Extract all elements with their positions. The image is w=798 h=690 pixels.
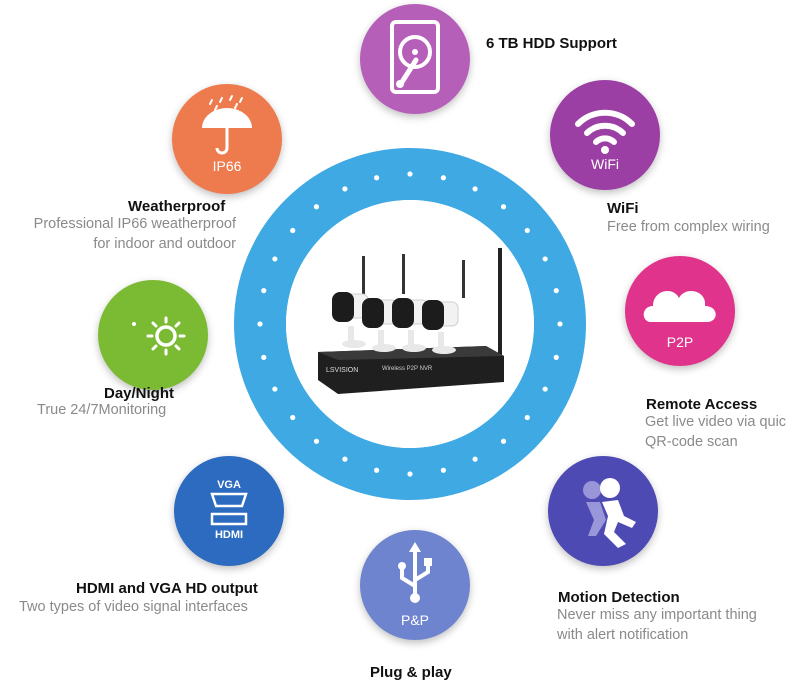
weatherproof-title: Weatherproof [128,198,226,215]
ring-dot [524,227,530,234]
weatherproof-desc-line-2: for indoor and outdoor [93,236,236,252]
wifi-desc-line-1: Free from complex wiring [607,219,770,235]
nvr-brand-text: LSVISION [326,367,358,374]
ring-dot [257,321,263,327]
ring-dot [342,456,348,462]
daynight-desc-line-1: True 24/7Monitoring [37,402,167,418]
ring-dot [553,288,559,294]
ring-dot [261,288,267,294]
ring-dot [290,414,296,421]
moon-sun-icon [125,316,186,356]
motion-title: Motion Detection [558,589,680,606]
ring-dot [500,438,507,444]
ring-dot [313,438,320,444]
ring-dot [290,227,296,234]
cloud-icon [643,291,716,322]
wifi-icon [575,109,635,154]
wifi-title: WiFi [607,200,639,217]
hdmi-label: HDMI [215,529,243,541]
ring-dot [542,256,548,262]
ring-dot [407,171,413,177]
ring-dot [313,204,320,210]
nvr-label-text: Wireless P2P NVR [382,366,433,372]
plug-play-title: Plug & play [370,664,452,681]
daynight-badge [98,280,208,390]
hdmi-vga-title: HDMI and VGA HD output [76,580,258,597]
ring-dot [472,456,478,462]
weatherproof-desc-line-1: Professional IP66 weatherproof [33,216,236,232]
vga-label: VGA [217,479,241,491]
hdd-badge [360,4,470,114]
ring-dot [440,467,446,473]
weatherproof-badge-label: IP66 [212,158,242,174]
running-figure-icon [583,478,636,548]
nvr-kit-image: LSVISION Wireless P2P NVR [318,248,504,394]
ring-dot [342,186,348,192]
vga-hdmi-icon: VGA HDMI [210,479,248,541]
hard-drive-icon [390,20,440,94]
motion-desc-line-2: with alert notification [557,627,689,643]
ring-dot [500,204,507,210]
ring-dot [553,354,559,360]
remote-access-desc-line-1: Get live video via quic [645,414,787,430]
ring-dot [557,321,563,327]
ring-dots [257,171,563,477]
usb-badge-label: P&P [400,612,429,628]
ring-dot [374,175,380,181]
ring-dot [261,354,267,360]
ring-dot [542,386,548,392]
p2p-badge: P2P [625,256,735,366]
ring-dot [374,467,380,473]
ring-dot [272,386,278,392]
hdd-title: 6 TB HDD Support [486,35,617,52]
ring-dot [472,186,478,192]
usb-icon [398,542,432,603]
usb-badge: P&P [360,530,470,640]
motion-badge [548,456,658,566]
remote-access-desc-line-2: QR-code scan [645,434,738,450]
hdmi-vga-desc-line-1: Two types of video signal interfaces [19,599,248,615]
hdmi-vga-badge: VGA HDMI [174,456,284,566]
daynight-title: Day/Night [104,385,175,402]
motion-desc-line-1: Never miss any important thing [557,607,757,623]
p2p-badge-label: P2P [666,334,694,350]
remote-access-title: Remote Access [646,396,758,413]
ring-dot [272,256,278,262]
ring-dot [524,414,530,421]
wifi-badge-label: WiFi [591,156,619,172]
weatherproof-badge: IP66 [172,84,282,194]
umbrella-rain-icon [202,95,252,155]
wifi-badge: WiFi [550,80,660,190]
ring-dot [440,175,446,181]
ring-dot [407,471,413,477]
